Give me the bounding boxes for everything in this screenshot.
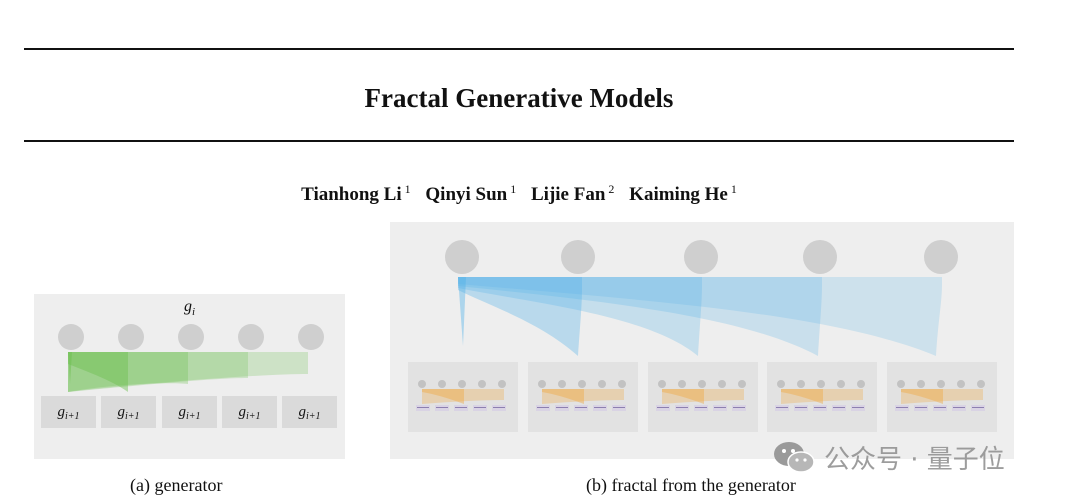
author-name: Lijie Fan [531, 184, 606, 206]
child-generator: gi+1 [162, 396, 217, 428]
child-subscript: i+1 [305, 411, 321, 422]
top-rule [24, 48, 1014, 50]
paper-title: Fractal Generative Models [364, 83, 674, 113]
child-g: g [57, 404, 65, 420]
watermark-text: 公众号 · 量子位 [824, 444, 1005, 475]
generator-panel: gi gi+1 gi+1 gi+1 gi+1 gi+1 [34, 294, 345, 459]
fan-band [68, 352, 308, 392]
attention-fan-orange [662, 389, 744, 404]
author-name: Qinyi Sun [425, 184, 508, 206]
fan-band [458, 277, 582, 356]
child-g: g [178, 404, 186, 420]
author-affiliation: 1 [404, 182, 411, 196]
fan-band [68, 352, 248, 392]
wechat-logo-icon [774, 442, 815, 473]
child-g: g [117, 404, 125, 420]
parent-subscript: i [191, 306, 196, 319]
watermark: 公众号 · 量子位 [770, 437, 1005, 477]
child-generator: gi+1 [101, 396, 156, 428]
attention-fan-orange [422, 389, 504, 404]
child-generator: gi+1 [222, 396, 277, 428]
attention-fan-green [68, 352, 308, 392]
bottom-rule [24, 140, 1014, 142]
child-g: g [298, 404, 306, 420]
token-node [924, 240, 958, 274]
caption-a: (a) generator [130, 475, 223, 495]
child-generator: gi+1 [282, 396, 337, 428]
author-affiliation: 2 [608, 182, 615, 196]
sub-generator [528, 362, 638, 432]
sub-generator [887, 362, 997, 432]
token-node [445, 240, 479, 274]
fractal-panel [390, 222, 1014, 459]
token-node [684, 240, 718, 274]
attention-fan-blue [458, 277, 942, 356]
author-affiliation: 1 [730, 182, 737, 196]
token-node [178, 324, 204, 350]
token-node [58, 324, 84, 350]
child-generator: gi+1 [41, 396, 96, 428]
author-affiliation: 1 [510, 182, 517, 196]
token-node [238, 324, 264, 350]
parent-g: g [183, 298, 192, 315]
token-node [803, 240, 837, 274]
child-subscript: i+1 [245, 411, 261, 422]
child-g: g [238, 404, 246, 420]
token-node [561, 240, 595, 274]
sub-generator [648, 362, 758, 432]
sub-generator [408, 362, 518, 432]
fan-band [68, 352, 72, 384]
token-node [118, 324, 144, 350]
fan-band [458, 277, 466, 346]
token-node [298, 324, 324, 350]
caption-b: (b) fractal from the generator [586, 475, 796, 495]
attention-fan-orange [901, 389, 983, 404]
fan-band [458, 277, 702, 356]
sub-generator [767, 362, 877, 432]
fan-band [458, 277, 942, 356]
fan-band [68, 352, 188, 392]
author-name: Kaiming He [629, 184, 728, 206]
author-name: Tianhong Li [301, 184, 402, 206]
attention-fan-orange [542, 389, 624, 404]
child-subscript: i+1 [64, 411, 80, 422]
child-subscript: i+1 [124, 411, 140, 422]
parent-generator-label: gi [34, 298, 345, 318]
fan-band [68, 352, 128, 392]
attention-fan-orange [781, 389, 863, 404]
child-subscript: i+1 [185, 411, 201, 422]
fan-band [458, 277, 822, 356]
